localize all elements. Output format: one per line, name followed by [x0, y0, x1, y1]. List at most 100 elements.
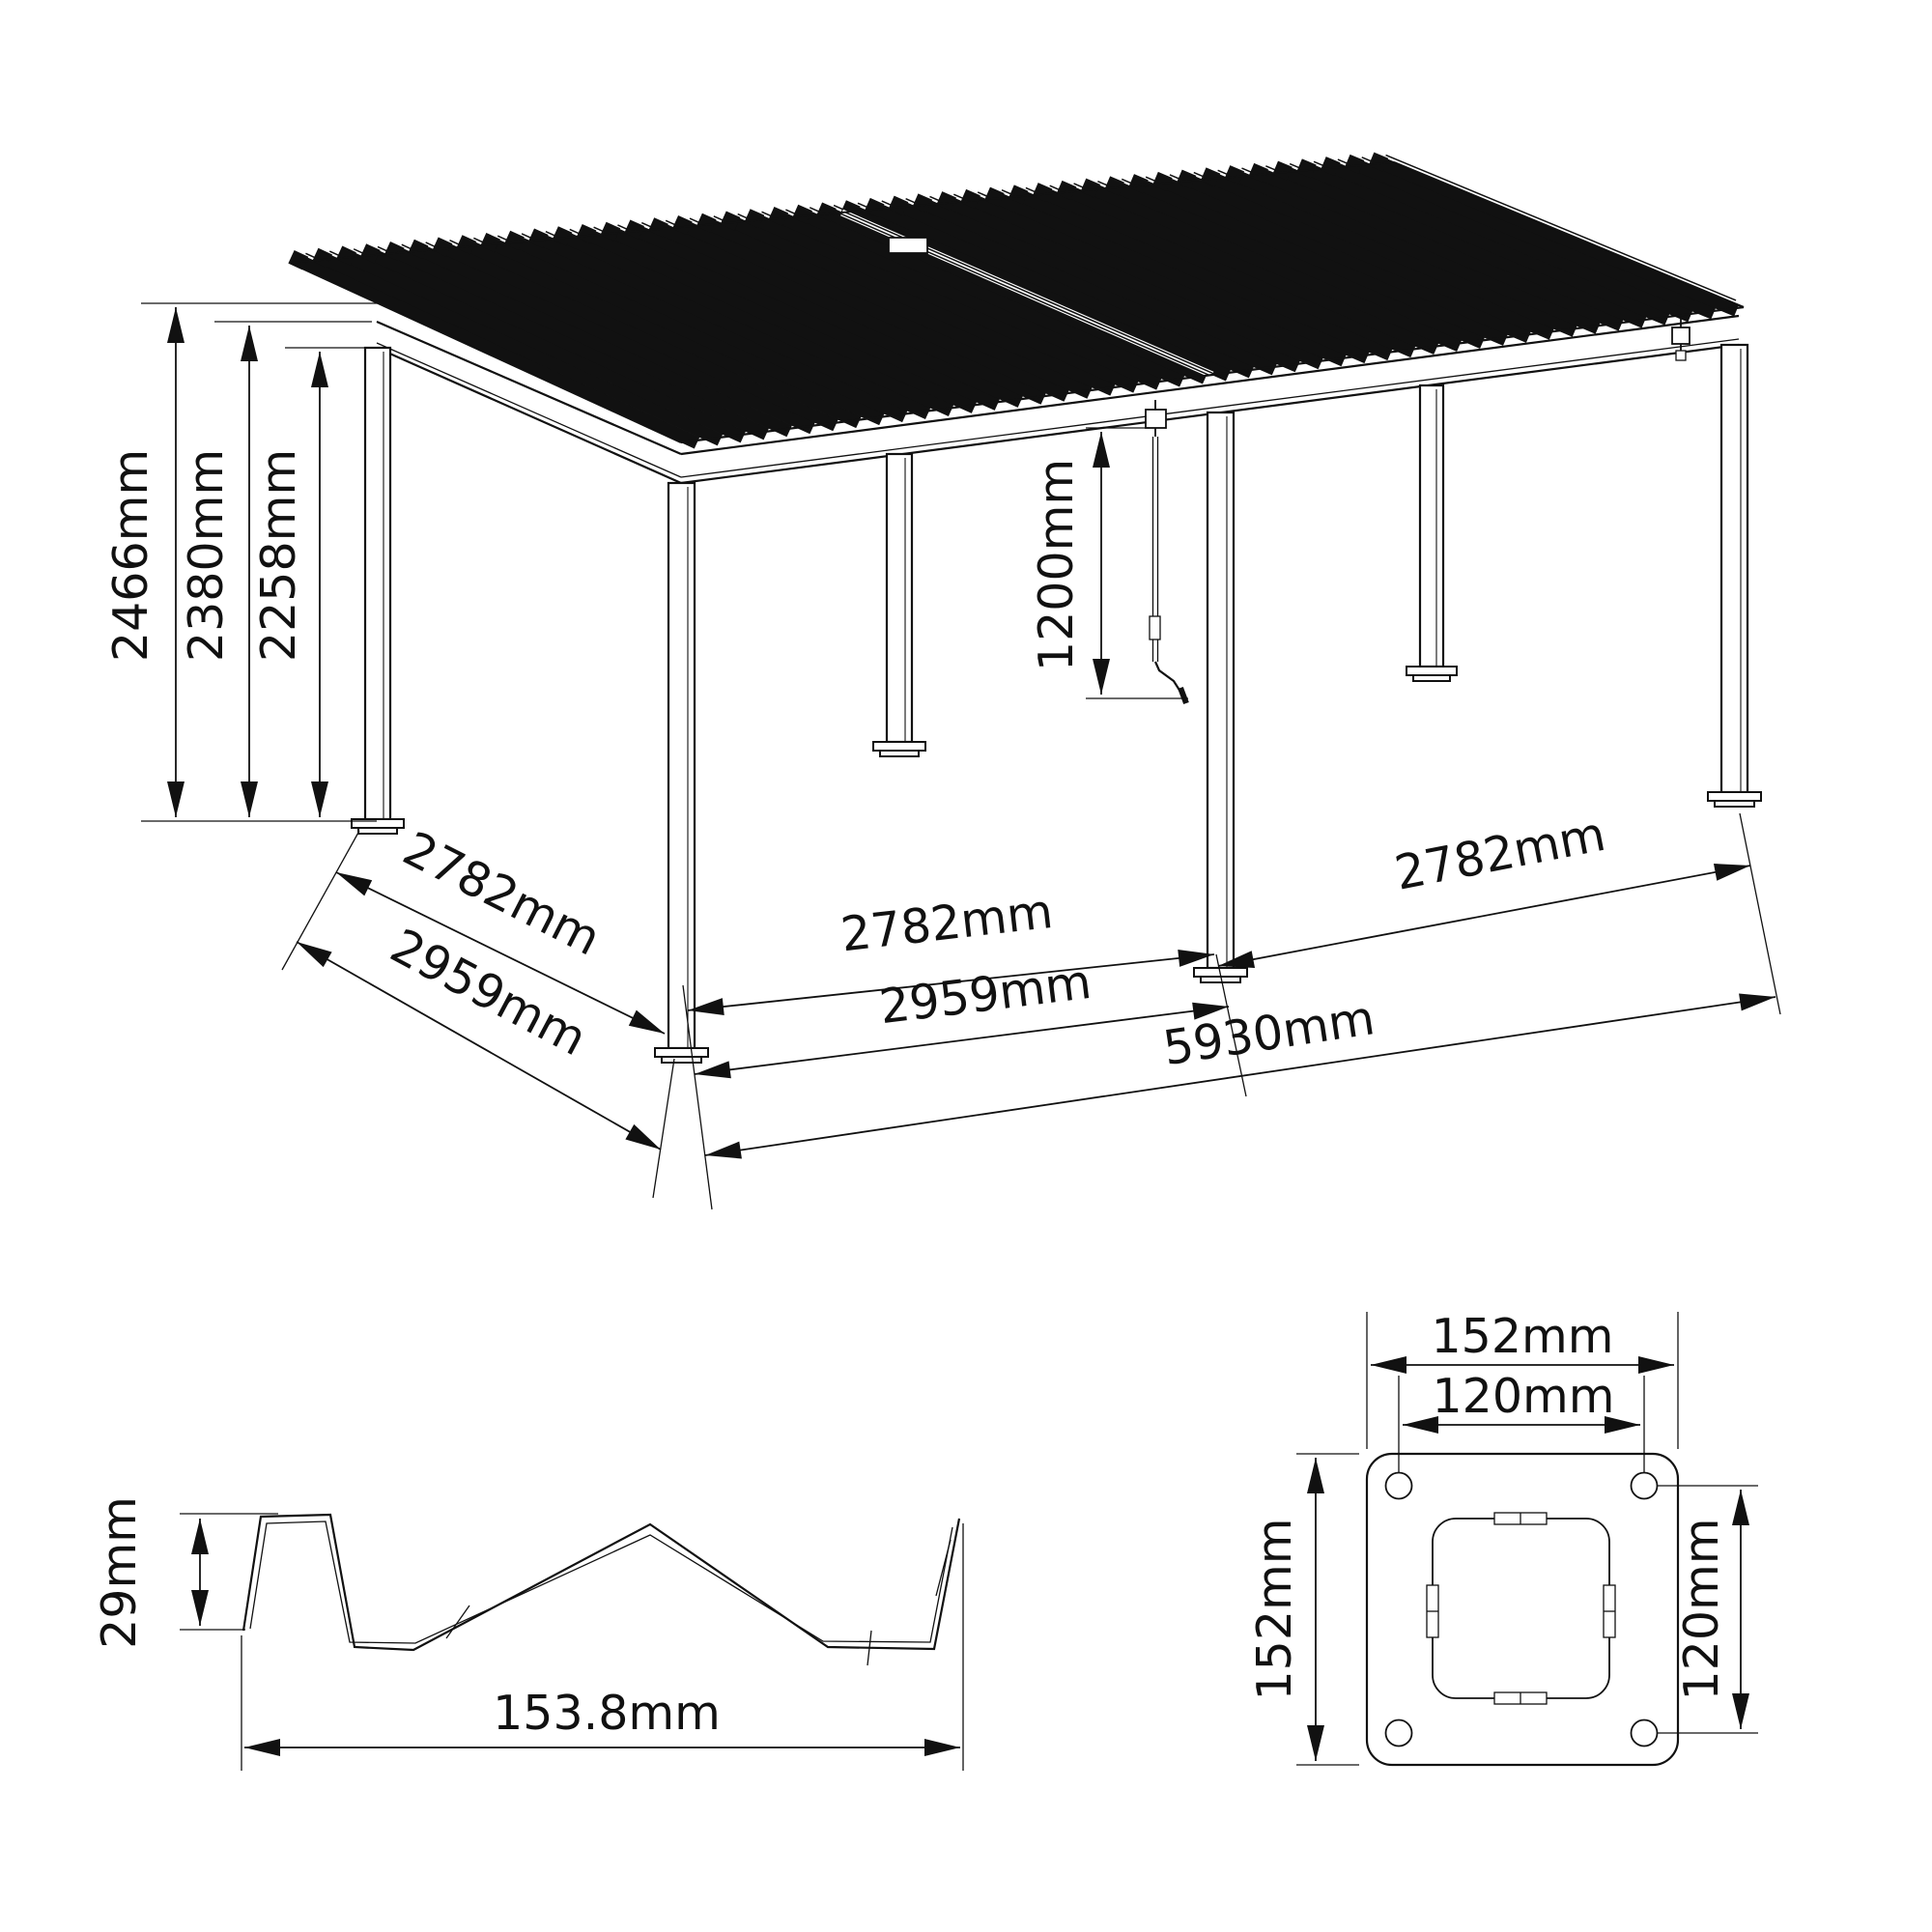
- drawing-line: [1379, 157, 1740, 317]
- crank-handle-right: [1671, 319, 1690, 361]
- drawing-line: [661, 1056, 702, 1064]
- drawing-line: [995, 192, 1370, 364]
- dim-height-overall: 2466mm: [103, 302, 378, 817]
- dim-height-frame-top: 2380mm: [179, 321, 372, 817]
- drawing-line: [1206, 411, 1236, 970]
- drawing-line: [652, 1058, 675, 1199]
- drawing-line: [731, 216, 1116, 396]
- posts: [351, 343, 1762, 1064]
- drawing-line: [875, 203, 1255, 379]
- drawing-line: [442, 242, 838, 432]
- drawing-line: [1019, 190, 1393, 361]
- post-front-middle: [1193, 411, 1248, 983]
- drawing-line: [371, 249, 769, 440]
- drawing-line: [563, 232, 954, 416]
- dim-plate-hole-spacing-v: 120mm: [1658, 1485, 1758, 1734]
- louver-profile-lip-fold: [935, 1539, 952, 1597]
- drawing-line: [1671, 327, 1690, 345]
- dim-crank-drop: 1200mm: [1029, 427, 1188, 699]
- drawing-line: [1719, 343, 1749, 794]
- drawing-line: [611, 227, 1001, 411]
- louver-profile-inner: [249, 1520, 953, 1644]
- front-beam: [681, 316, 1739, 483]
- roof-front-edge: [680, 305, 1745, 444]
- post-rear-middle: [872, 452, 926, 757]
- dim-plate-width: 152mm: [1366, 1309, 1679, 1449]
- drawing-line: [281, 830, 360, 971]
- drawing-line: [872, 741, 926, 752]
- plate-height-label: 152mm: [1247, 1519, 1302, 1701]
- drawing-line: [680, 338, 1740, 478]
- overall-length-label: 5930mm: [1159, 990, 1378, 1076]
- drawing-line: [1187, 175, 1554, 340]
- drawing-line: [418, 244, 815, 435]
- drawing-line: [1163, 177, 1531, 343]
- dim-louver-height: 29mm: [92, 1496, 278, 1649]
- drawing-line: [754, 213, 1139, 393]
- drawing-line: [879, 750, 920, 757]
- dim-height-clearance: 2258mm: [251, 347, 379, 817]
- bay1-width-label: 2959mm: [876, 954, 1094, 1035]
- drawing-line: [1418, 384, 1445, 668]
- drawing-line: [707, 218, 1093, 399]
- drawing-line: [1178, 686, 1189, 705]
- drawing-line: [1739, 812, 1781, 1015]
- drawing-line: [1235, 170, 1601, 334]
- drawing-line: [885, 452, 914, 744]
- drawing-line: [323, 253, 724, 446]
- drawing-line: [539, 234, 931, 420]
- louver-profile-view: 29mm 153.8mm: [92, 1496, 964, 1771]
- dim-louver-width: 153.8mm: [241, 1523, 964, 1771]
- drawing-line: [1139, 179, 1509, 346]
- drawing-line: [298, 255, 700, 449]
- drawing-line: [1283, 166, 1647, 328]
- drawing-line: [376, 346, 682, 485]
- post-rear-right: [1406, 384, 1458, 682]
- drawing-line: [1355, 159, 1717, 320]
- height-frame-label: 2380mm: [179, 449, 234, 662]
- drawing-line: [1211, 172, 1577, 337]
- drawing-line: [654, 1047, 709, 1058]
- drawing-line: [1406, 666, 1458, 676]
- louver-height-label: 29mm: [92, 1496, 147, 1649]
- bolt-hole-top-left: [1384, 1471, 1413, 1500]
- hole-spacing-v-label: 120mm: [1674, 1519, 1729, 1701]
- socket-tabs: [1426, 1512, 1616, 1705]
- roof-rear-edge: [289, 161, 1395, 264]
- drawing-line: [515, 236, 908, 423]
- drawing-line: [635, 225, 1023, 408]
- drawing-line: [779, 212, 1162, 390]
- height-clearance-label: 2258mm: [251, 449, 306, 662]
- roof-middle-bracket: [888, 237, 928, 254]
- bay2-post-spacing-label: 2782mm: [1390, 807, 1609, 901]
- bay1-post-spacing-label: 2782mm: [838, 884, 1056, 963]
- drawing-line: [1331, 161, 1693, 323]
- drawing-line: [923, 199, 1300, 373]
- section-tick-2: [867, 1630, 872, 1666]
- drawing-line: [683, 220, 1069, 402]
- drawing-line: [1675, 350, 1687, 361]
- bolt-hole-bottom-right: [1630, 1719, 1659, 1747]
- drawing-line: [971, 194, 1347, 367]
- post-rear-left: [351, 346, 405, 835]
- roof-right-edge: [1393, 160, 1745, 309]
- drawing-line: [1707, 791, 1762, 802]
- base-plate-view: 152mm 120mm 152mm 120mm: [1247, 1309, 1758, 1767]
- drawing-line: [1153, 661, 1181, 693]
- drawing-line: [1714, 800, 1755, 808]
- louver-width-label: 153.8mm: [493, 1686, 721, 1741]
- plate-width-label: 152mm: [1432, 1309, 1614, 1364]
- base-plate-outline: [1365, 1452, 1680, 1767]
- dim-left-side: 2782mm 2959mm: [281, 821, 675, 1199]
- drawing-line: [357, 827, 398, 835]
- drawing-line: [1091, 184, 1463, 352]
- bolt-hole-bottom-left: [1384, 1719, 1413, 1747]
- drawing-line: [1115, 182, 1486, 349]
- drawing-line: [1412, 674, 1451, 682]
- drawing-line: [1043, 187, 1416, 358]
- drawing-line: [586, 229, 978, 413]
- left-side-beam: [377, 322, 681, 483]
- drawing-line: [376, 342, 682, 478]
